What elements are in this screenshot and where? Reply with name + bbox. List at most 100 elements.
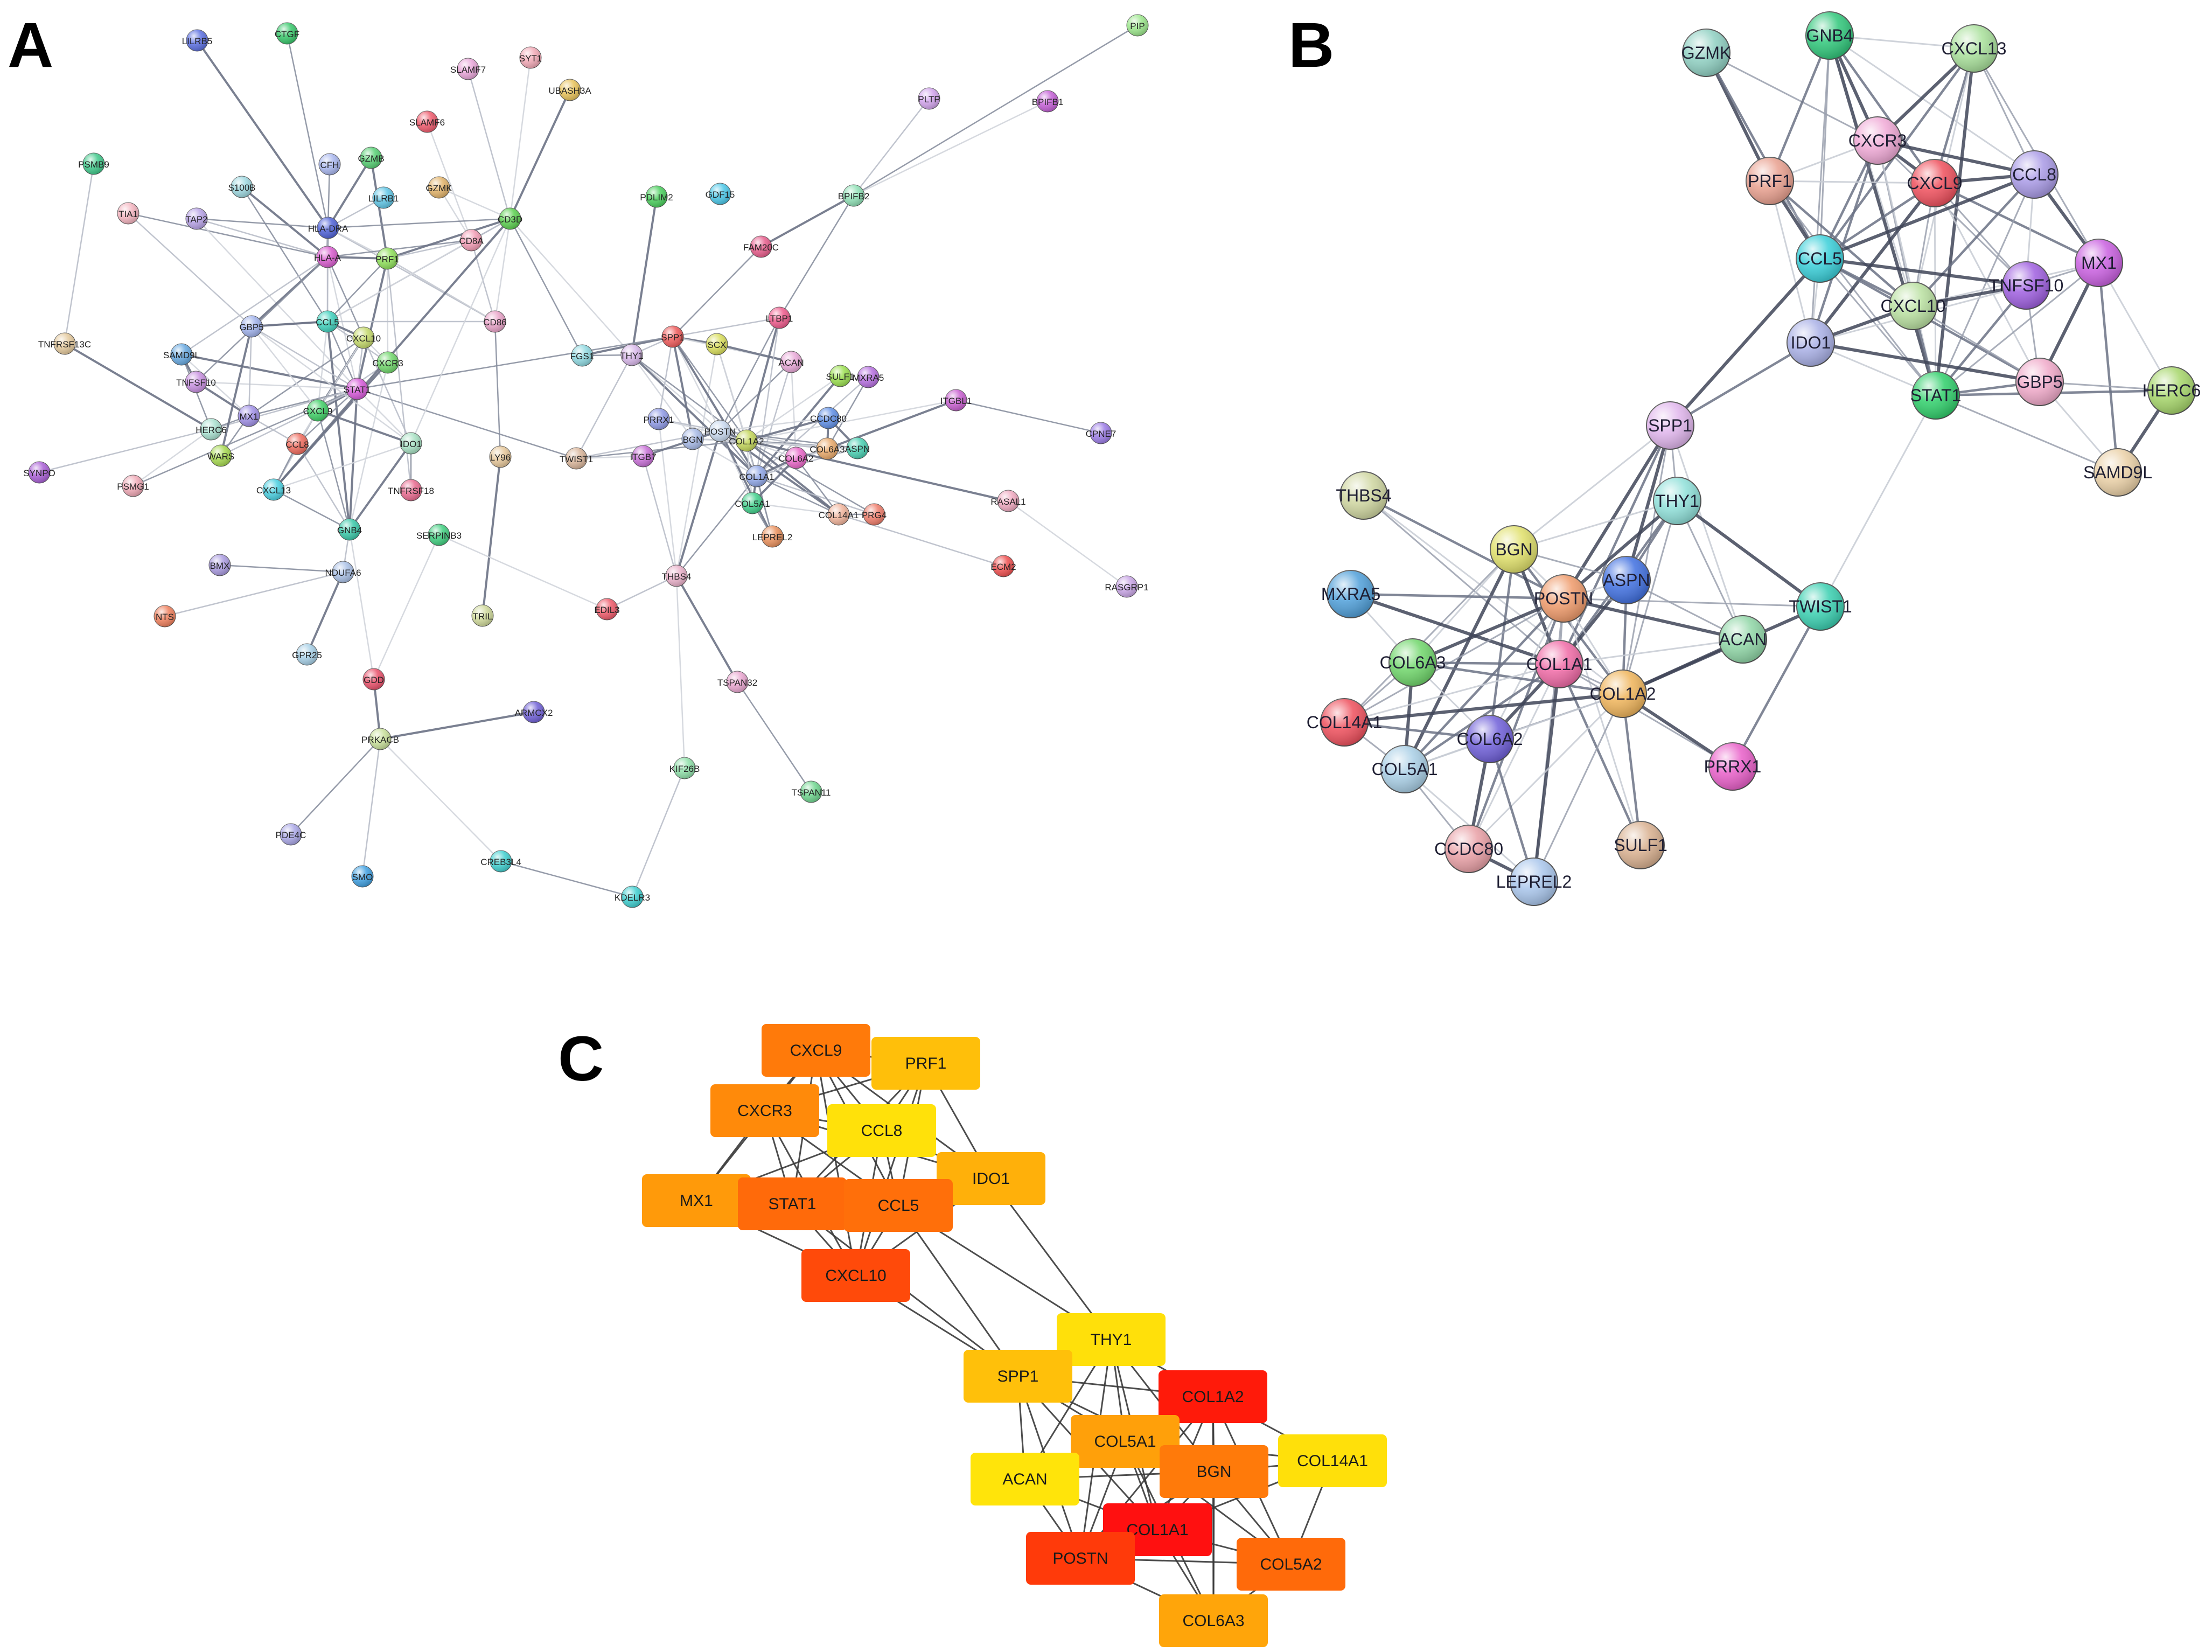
- panel-a-node-edil3[interactable]: EDIL3: [594, 598, 620, 621]
- panel-a-node-psmg1[interactable]: PSMG1: [117, 475, 149, 497]
- panel-b-node-prrx1[interactable]: PRRX1: [1704, 742, 1762, 791]
- panel-c-node-stat1[interactable]: STAT1: [738, 1177, 847, 1230]
- panel-b-node-cxcl13[interactable]: CXCL13: [1942, 24, 2007, 73]
- panel-a-node-cxcl13[interactable]: CXCL13: [256, 478, 291, 501]
- panel-a-node-tnfrsf18[interactable]: TNFRSF18: [388, 479, 434, 501]
- panel-b-node-prf1[interactable]: PRF1: [1746, 157, 1794, 205]
- panel-a-node-mx1[interactable]: MX1: [238, 405, 260, 427]
- panel-a-node-col6a2[interactable]: COL6A2: [778, 447, 814, 469]
- panel-a-node-gpr25[interactable]: GPR25: [292, 643, 322, 666]
- panel-c-node-cxcl9[interactable]: CXCL9: [762, 1024, 870, 1077]
- panel-c-node-ccl8[interactable]: CCL8: [827, 1104, 936, 1157]
- panel-c-node-col5a1[interactable]: COL5A1: [1071, 1415, 1180, 1468]
- panel-a-node-col6a3[interactable]: COL6A3: [810, 437, 845, 460]
- panel-a-node-armcx2[interactable]: ARMCX2: [515, 701, 553, 723]
- panel-a-node-herc6[interactable]: HERC6: [196, 418, 227, 441]
- panel-b-node-leprel2[interactable]: LEPREL2: [1496, 858, 1572, 906]
- panel-c-node-acan[interactable]: ACAN: [971, 1453, 1079, 1505]
- panel-a-node-tnfsf10[interactable]: TNFSF10: [176, 371, 216, 393]
- panel-a-node-scx[interactable]: SCX: [706, 333, 728, 356]
- panel-a-node-serpinb3[interactable]: SERPINB3: [416, 524, 462, 546]
- panel-c-node-mx1[interactable]: MX1: [642, 1174, 751, 1227]
- panel-a-node-s100b[interactable]: S100B: [228, 176, 256, 198]
- panel-c-node-ccl5[interactable]: CCL5: [844, 1179, 953, 1232]
- panel-b-node-samd9l[interactable]: SAMD9L: [2083, 448, 2152, 497]
- panel-b-node-col5a1[interactable]: COL5A1: [1372, 745, 1438, 793]
- panel-a-node-slamf6[interactable]: SLAMF6: [409, 110, 445, 133]
- panel-a-node-acan[interactable]: ACAN: [778, 351, 804, 373]
- panel-a-node-bgn[interactable]: BGN: [681, 428, 704, 450]
- panel-a-node-thbs4[interactable]: THBS4: [662, 564, 692, 587]
- panel-b-node-ccl5[interactable]: CCL5: [1796, 234, 1844, 283]
- panel-a-node-bmx[interactable]: BMX: [208, 554, 231, 576]
- panel-a-node-itgbl1[interactable]: ITGBL1: [940, 389, 972, 412]
- panel-a-node-fgs1[interactable]: FGS1: [570, 344, 594, 367]
- panel-a-node-pde4c[interactable]: PDE4C: [276, 823, 306, 846]
- panel-b-node-col6a3[interactable]: COL6A3: [1380, 638, 1446, 687]
- panel-a-node-sulf1[interactable]: SULF1: [826, 365, 855, 387]
- panel-a-node-samd9l[interactable]: SAMD9L: [163, 343, 200, 366]
- panel-a-node-psmb9[interactable]: PSMB9: [78, 152, 109, 175]
- panel-a-node-rasal1[interactable]: RASAL1: [990, 490, 1026, 512]
- panel-a-node-tril[interactable]: TRIL: [471, 604, 494, 627]
- panel-a-node-smo[interactable]: SMO: [351, 865, 374, 888]
- panel-a-node-ccl8[interactable]: CCL8: [285, 433, 309, 455]
- panel-a-node-ly96[interactable]: LY96: [489, 445, 512, 468]
- panel-a-node-ccl5[interactable]: CCL5: [316, 310, 339, 333]
- panel-a-node-slamf7[interactable]: SLAMF7: [450, 58, 486, 80]
- panel-a-node-prkacb[interactable]: PRKACB: [361, 728, 399, 750]
- panel-a-node-col5a1[interactable]: COL5A1: [735, 492, 770, 514]
- panel-a-node-ido1[interactable]: IDO1: [400, 432, 422, 455]
- panel-a-node-rasgrp1[interactable]: RASGRP1: [1105, 575, 1149, 598]
- panel-a-node-tap2[interactable]: TAP2: [185, 207, 208, 230]
- panel-a-node-prg4[interactable]: PRG4: [862, 503, 887, 526]
- panel-c-node-thy1[interactable]: THY1: [1057, 1313, 1166, 1366]
- panel-a-node-cxcl10[interactable]: CXCL10: [346, 326, 381, 349]
- panel-a-node-pltp[interactable]: PLTP: [918, 87, 940, 110]
- panel-a-node-gzmb[interactable]: GZMB: [358, 147, 385, 169]
- panel-b-node-acan[interactable]: ACAN: [1719, 615, 1767, 664]
- panel-a-node-spp1[interactable]: SPP1: [661, 325, 685, 348]
- panel-c-node-cxcl10[interactable]: CXCL10: [801, 1249, 910, 1302]
- panel-b-node-ido1[interactable]: IDO1: [1787, 318, 1835, 367]
- panel-a-node-tia1[interactable]: TIA1: [117, 202, 139, 225]
- panel-a-node-cpne7[interactable]: CPNE7: [1086, 422, 1117, 444]
- panel-a-node-tnfrsf13c[interactable]: TNFRSF13C: [38, 332, 91, 355]
- panel-a-node-ubash3a[interactable]: UBASH3A: [548, 79, 591, 101]
- panel-a-node-postn[interactable]: POSTN: [704, 420, 736, 442]
- panel-a-node-thy1[interactable]: THY1: [620, 344, 644, 366]
- panel-a-node-leprel2[interactable]: LEPREL2: [752, 525, 793, 548]
- panel-b-node-mx1[interactable]: MX1: [2075, 239, 2123, 287]
- panel-a-node-twist1[interactable]: TWIST1: [560, 447, 593, 470]
- panel-a-node-ctgf[interactable]: CTGF: [275, 22, 299, 45]
- panel-c-node-col14a1[interactable]: COL14A1: [1278, 1434, 1387, 1487]
- panel-a-node-gnb4[interactable]: GNB4: [337, 518, 362, 541]
- panel-a-node-kdelr3[interactable]: KDELR3: [615, 886, 650, 908]
- panel-b-node-cxcl10[interactable]: CXCL10: [1881, 282, 1946, 330]
- panel-a-node-col14a1[interactable]: COL14A1: [819, 503, 859, 526]
- panel-a-node-syt1[interactable]: SYT1: [519, 46, 542, 69]
- panel-b-node-gnb4[interactable]: GNB4: [1805, 11, 1854, 60]
- panel-a-node-synpo[interactable]: SYNPO: [23, 461, 55, 484]
- panel-b-node-sulf1[interactable]: SULF1: [1614, 821, 1667, 869]
- panel-c-node-bgn[interactable]: BGN: [1160, 1445, 1268, 1498]
- panel-a-node-lilrb1[interactable]: LILRB1: [368, 186, 399, 209]
- panel-a-node-cd8a[interactable]: CD8A: [459, 229, 484, 252]
- panel-a-node-nts[interactable]: NTS: [153, 605, 176, 628]
- panel-a-node-col1a2[interactable]: COL1A2: [729, 429, 764, 452]
- panel-a-node-gdd[interactable]: GDD: [362, 668, 385, 691]
- panel-a-node-bpifb1[interactable]: BPIFB1: [1032, 90, 1064, 113]
- panel-a-node-cd3d[interactable]: CD3D: [498, 207, 522, 230]
- panel-b-node-cxcl9[interactable]: CXCL9: [1907, 159, 1963, 207]
- panel-a-node-bpifb2[interactable]: BPIFB2: [838, 184, 870, 207]
- panel-b-node-postn[interactable]: POSTN: [1534, 574, 1593, 623]
- panel-b-node-ccdc80[interactable]: CCDC80: [1434, 825, 1503, 873]
- panel-a-node-pip[interactable]: PIP: [1126, 14, 1149, 37]
- panel-a-node-hla-a[interactable]: HLA-A: [314, 246, 341, 268]
- panel-a-node-cxcr3[interactable]: CXCR3: [372, 351, 403, 374]
- panel-c-node-prf1[interactable]: PRF1: [871, 1037, 980, 1090]
- panel-c-node-col5a2[interactable]: COL5A2: [1237, 1538, 1345, 1591]
- panel-c-node-col6a3[interactable]: COL6A3: [1159, 1594, 1268, 1647]
- panel-b-node-cxcr3[interactable]: CXCR3: [1848, 116, 1907, 165]
- panel-a-node-ccdc80[interactable]: CCDC80: [810, 407, 847, 429]
